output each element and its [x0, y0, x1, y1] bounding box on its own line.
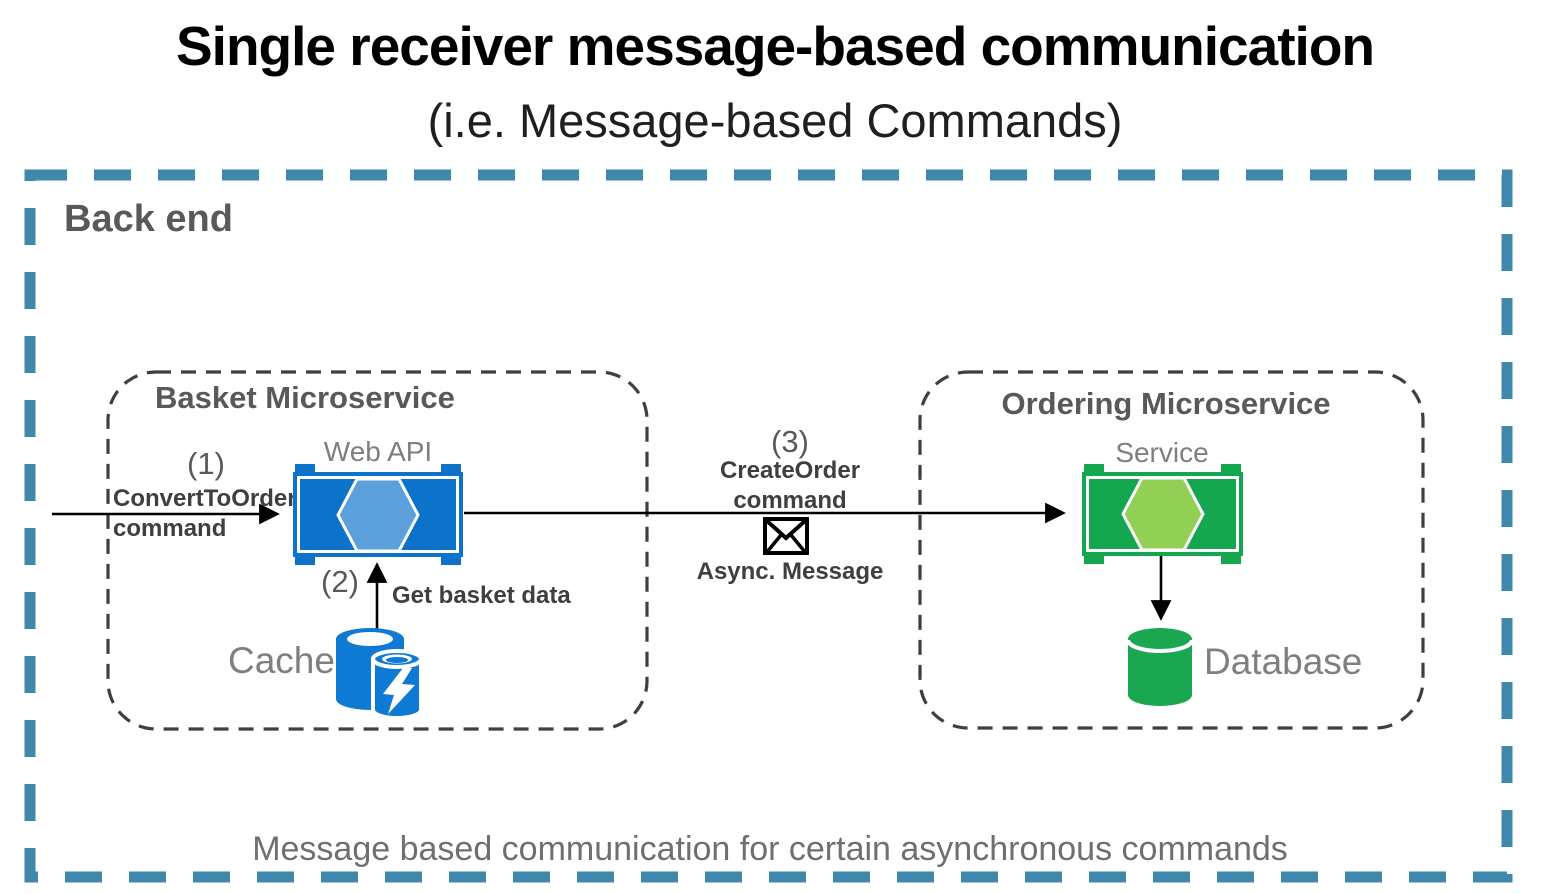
redis-cache-icon	[335, 626, 423, 725]
backend-label: Back end	[64, 198, 233, 240]
lightning-bolt-icon	[383, 668, 415, 714]
cache-label: Cache	[228, 640, 335, 681]
step2-label: Get basket data	[392, 582, 571, 609]
database-label: Database	[1204, 641, 1363, 682]
page-title: Single receiver message-based communicat…	[175, 15, 1375, 77]
step2-number: (2)	[321, 564, 359, 599]
hexagon-icon	[1120, 476, 1205, 552]
database-icon	[1126, 626, 1194, 713]
ordering-microservice-title: Ordering Microservice	[1001, 386, 1331, 421]
async-message-label: Async. Message	[696, 558, 884, 585]
service-component-box	[1082, 464, 1243, 564]
web-api-label: Web API	[323, 436, 433, 467]
page-subtitle: (i.e. Message-based Commands)	[427, 94, 1123, 147]
hexagon-icon	[336, 477, 420, 552]
basket-microservice-title: Basket Microservice	[155, 380, 455, 415]
service-label: Service	[1115, 437, 1209, 468]
step1-label-line2: command	[113, 515, 227, 542]
step3-label-line1: CreateOrder	[719, 457, 861, 484]
step1-number: (1)	[187, 446, 225, 481]
backend-caption: Message based communication for certain …	[252, 830, 1288, 868]
step3-number: (3)	[771, 424, 809, 459]
step3-label-line2: command	[733, 487, 847, 514]
web-api-component-box	[293, 464, 463, 565]
envelope-icon	[763, 517, 809, 560]
step1-label-line1: ConvertToOrder	[113, 485, 297, 512]
